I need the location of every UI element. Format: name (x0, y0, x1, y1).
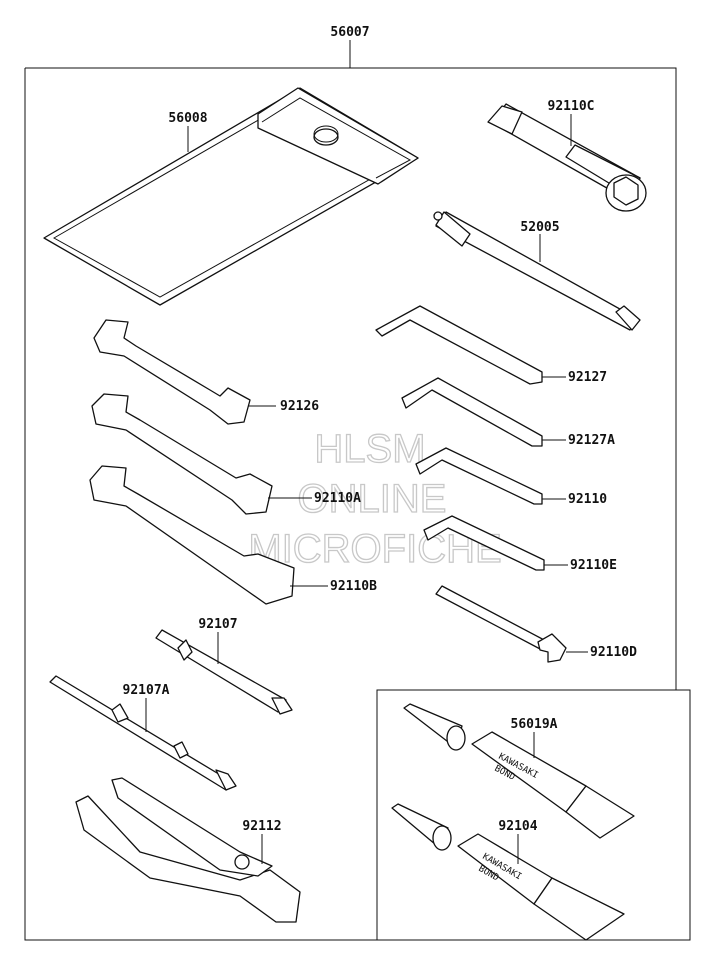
part-number-92110: 92110 (568, 492, 607, 507)
screwdriver (49, 675, 237, 791)
hex-key-92110 (415, 447, 543, 505)
adhesive-subframe (377, 689, 691, 941)
part-number-92110B: 92110B (330, 579, 377, 594)
part-number-92107: 92107 (198, 617, 237, 632)
part-number-92110D: 92110D (590, 645, 637, 660)
part-number-92112: 92112 (242, 819, 281, 834)
screwdriver-bit (155, 629, 293, 715)
hex-key-92127A (401, 377, 543, 447)
part-number-92110C: 92110C (548, 99, 595, 114)
part-number-56007: 56007 (330, 25, 369, 40)
wrench-92126 (93, 319, 251, 425)
tool-bag (43, 87, 419, 306)
adhesive-tube-56019A: KAWASAKI BOND (403, 703, 635, 839)
pliers (75, 777, 301, 923)
part-number-56008: 56008 (168, 111, 207, 126)
adhesive-tube-92104: KAWASAKI BOND (391, 803, 625, 941)
watermark: HLSM ONLINE MICROFICHE (248, 426, 503, 571)
part-number-92110A: 92110A (314, 491, 361, 506)
box-wrench (487, 103, 647, 212)
part-number-92126: 92126 (280, 399, 319, 414)
part-number-92127A: 92127A (568, 433, 615, 448)
hex-key-92110E (423, 515, 545, 571)
watermark-line2: ONLINE (298, 477, 447, 521)
watermark-line1: HLSM (314, 427, 425, 471)
spoke-wrench (435, 585, 567, 663)
part-number-56019A: 56019A (511, 717, 558, 732)
hex-key-92127 (375, 305, 543, 385)
part-number-52005: 52005 (520, 220, 559, 235)
wrench-92110B (89, 465, 295, 605)
part-number-92104: 92104 (498, 819, 537, 834)
wrench-92110A (91, 393, 273, 515)
part-number-92127: 92127 (568, 370, 607, 385)
part-number-92110E: 92110E (570, 558, 617, 573)
part-number-92107A: 92107A (123, 683, 170, 698)
extension-rod (433, 211, 641, 331)
